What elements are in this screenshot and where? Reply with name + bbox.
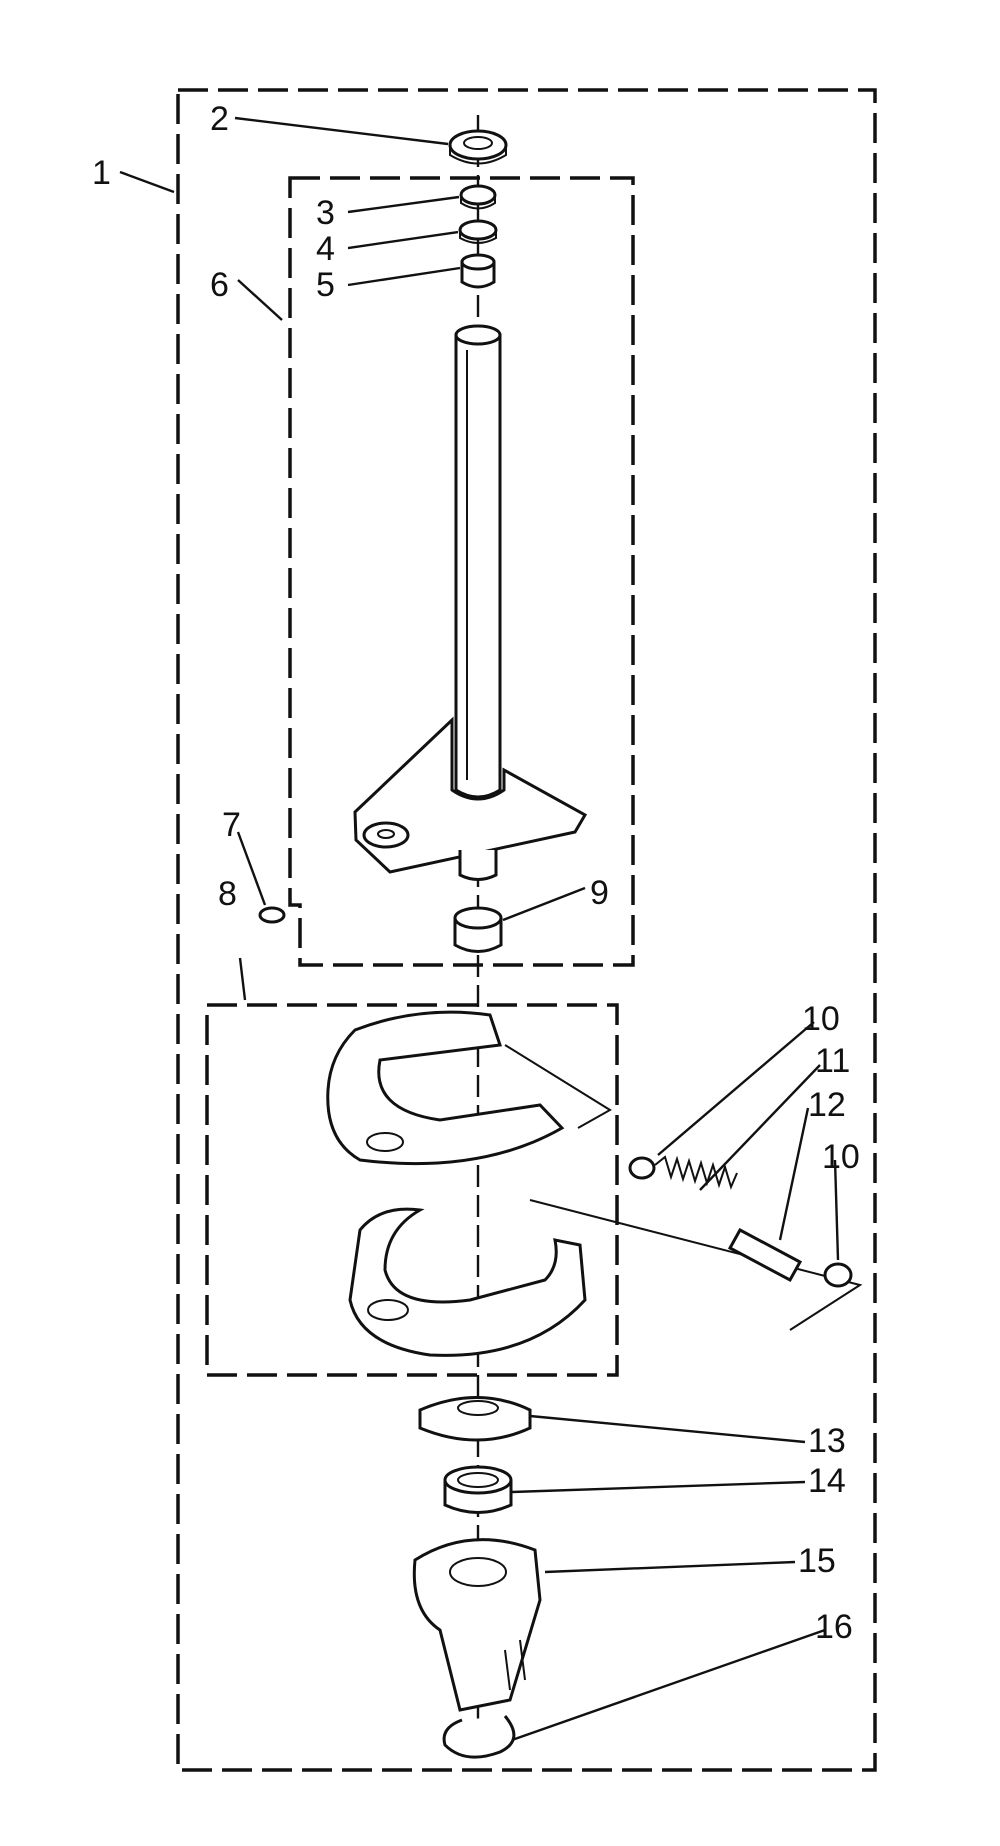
callout-12: 12: [808, 1086, 846, 1124]
callout-10a: 10: [802, 1000, 840, 1038]
callout-16: 16: [815, 1608, 853, 1646]
callout-4: 4: [316, 230, 335, 268]
assembly-boundary-8: [205, 1003, 619, 1377]
callout-5: 5: [316, 266, 335, 304]
assembly-boundary-1: [176, 88, 877, 1772]
callout-13: 13: [808, 1422, 846, 1460]
spring-part: [628, 1155, 853, 1288]
callout-14: 14: [808, 1462, 846, 1500]
retaining-ring-part: [442, 1715, 516, 1759]
callout-1: 1: [92, 154, 111, 192]
callout-9: 9: [590, 874, 609, 912]
bearing-part: [453, 906, 503, 953]
callout-11: 11: [815, 1042, 850, 1080]
callout-3: 3: [316, 194, 335, 232]
cam-part: [418, 1396, 532, 1442]
washer-part: [458, 219, 498, 244]
clutch-collar-part: [443, 1465, 513, 1514]
brake-shoe-lower-part: [348, 1207, 587, 1357]
callout-6: 6: [210, 266, 229, 304]
spin-tube-part: [353, 324, 588, 881]
callout-10b: 10: [822, 1138, 860, 1176]
callout-7: 7: [222, 806, 241, 844]
brake-shoe-upper-part: [326, 1010, 565, 1166]
pin-part: [258, 906, 286, 924]
leader-lines: [119, 116, 840, 1742]
spring-guide-lines: [504, 1044, 863, 1331]
nut-part: [459, 184, 497, 210]
bushing-part: [460, 253, 496, 289]
callout-15: 15: [798, 1542, 836, 1580]
callout-8: 8: [218, 875, 237, 913]
callout-2: 2: [210, 100, 229, 138]
assembly-boundary-6: [288, 176, 635, 967]
drive-block-part: [412, 1538, 542, 1712]
bearing-cap-part: [448, 129, 508, 165]
